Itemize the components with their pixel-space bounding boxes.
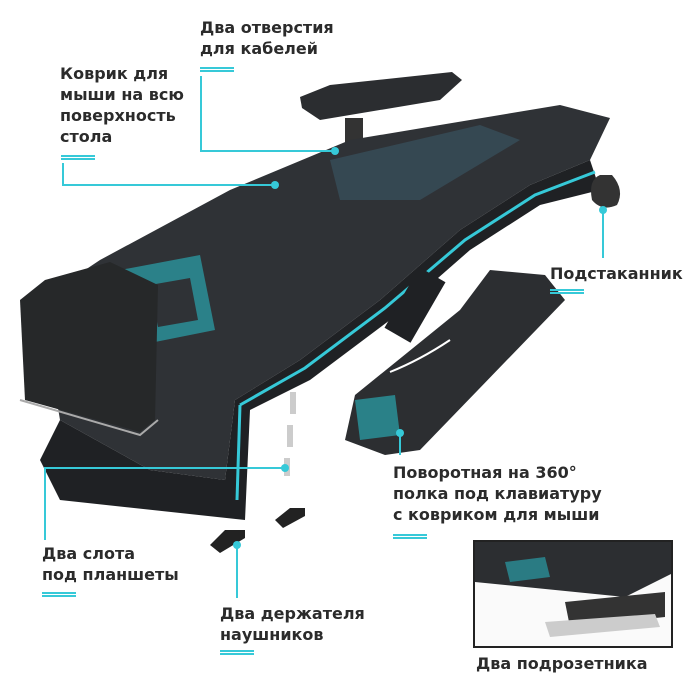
led-strip-vertical xyxy=(235,404,242,501)
label-line: Поворотная на 360° xyxy=(393,463,577,482)
label-line: полка под клавиатуру xyxy=(393,484,602,503)
outlet-holder-illustration xyxy=(475,542,671,637)
label-line: для кабелей xyxy=(200,39,318,58)
label-keyboard-tray: Поворотная на 360° полка под клавиатуру … xyxy=(393,462,602,525)
label-mousepad: Коврик для мыши на всю поверхность стола xyxy=(60,63,184,147)
label-underline xyxy=(393,534,427,539)
rotation-arrow xyxy=(389,339,451,373)
label-underline xyxy=(42,592,76,597)
label-headphone-holders: Два держателя наушников xyxy=(220,603,365,645)
desk-top xyxy=(40,105,610,480)
label-underline xyxy=(61,155,95,160)
label-line: наушников xyxy=(220,625,324,644)
headphone-hook-2 xyxy=(275,508,305,528)
callout-dot xyxy=(331,147,339,155)
callout-dot xyxy=(599,206,607,214)
desk-glow xyxy=(330,125,520,200)
outlet-holder-inset xyxy=(473,540,673,648)
tablet-tray xyxy=(20,262,158,432)
label-cable-holes: Два отверстия для кабелей xyxy=(200,17,334,59)
callout-dot xyxy=(233,541,241,549)
callout-dot xyxy=(271,181,279,189)
label-line: Два держателя xyxy=(220,604,365,623)
label-cup-holder: Подстаканник xyxy=(550,263,683,284)
label-tablet-slots: Два слота под планшеты xyxy=(42,543,179,585)
keyboard-tray-logo xyxy=(355,395,400,440)
label-line: Подстаканник xyxy=(550,264,683,283)
cup-holder xyxy=(591,175,621,208)
desk-front xyxy=(40,160,600,520)
tablet-slot-1 xyxy=(290,392,296,414)
label-underline xyxy=(550,289,584,294)
label-underline xyxy=(200,67,234,72)
label-line: под планшеты xyxy=(42,565,179,584)
callout-dot xyxy=(396,429,404,437)
label-line: мыши на всю xyxy=(60,85,184,104)
label-line: с ковриком для мыши xyxy=(393,505,600,524)
label-line: поверхность xyxy=(60,106,176,125)
label-underline xyxy=(220,650,254,655)
label-line: стола xyxy=(60,127,113,146)
keyboard-tray xyxy=(345,270,565,455)
tablet-tray-edge xyxy=(19,399,159,437)
label-line: Два отверстия xyxy=(200,18,334,37)
callout-line-cable-holes xyxy=(200,76,335,152)
callout-line-tablet-slots xyxy=(44,467,285,540)
label-line: Два подрозетника xyxy=(476,654,648,673)
callout-dot xyxy=(281,464,289,472)
headphone-hook-1 xyxy=(210,530,245,553)
label-line: Коврик для xyxy=(60,64,169,83)
keyboard-arm xyxy=(384,267,446,343)
label-outlet-holders: Два подрозетника xyxy=(476,653,648,674)
monitor-shelf xyxy=(300,72,462,120)
label-line: Два слота xyxy=(42,544,136,563)
tablet-slot-2 xyxy=(287,425,293,447)
callout-line-mousepad xyxy=(62,163,275,186)
